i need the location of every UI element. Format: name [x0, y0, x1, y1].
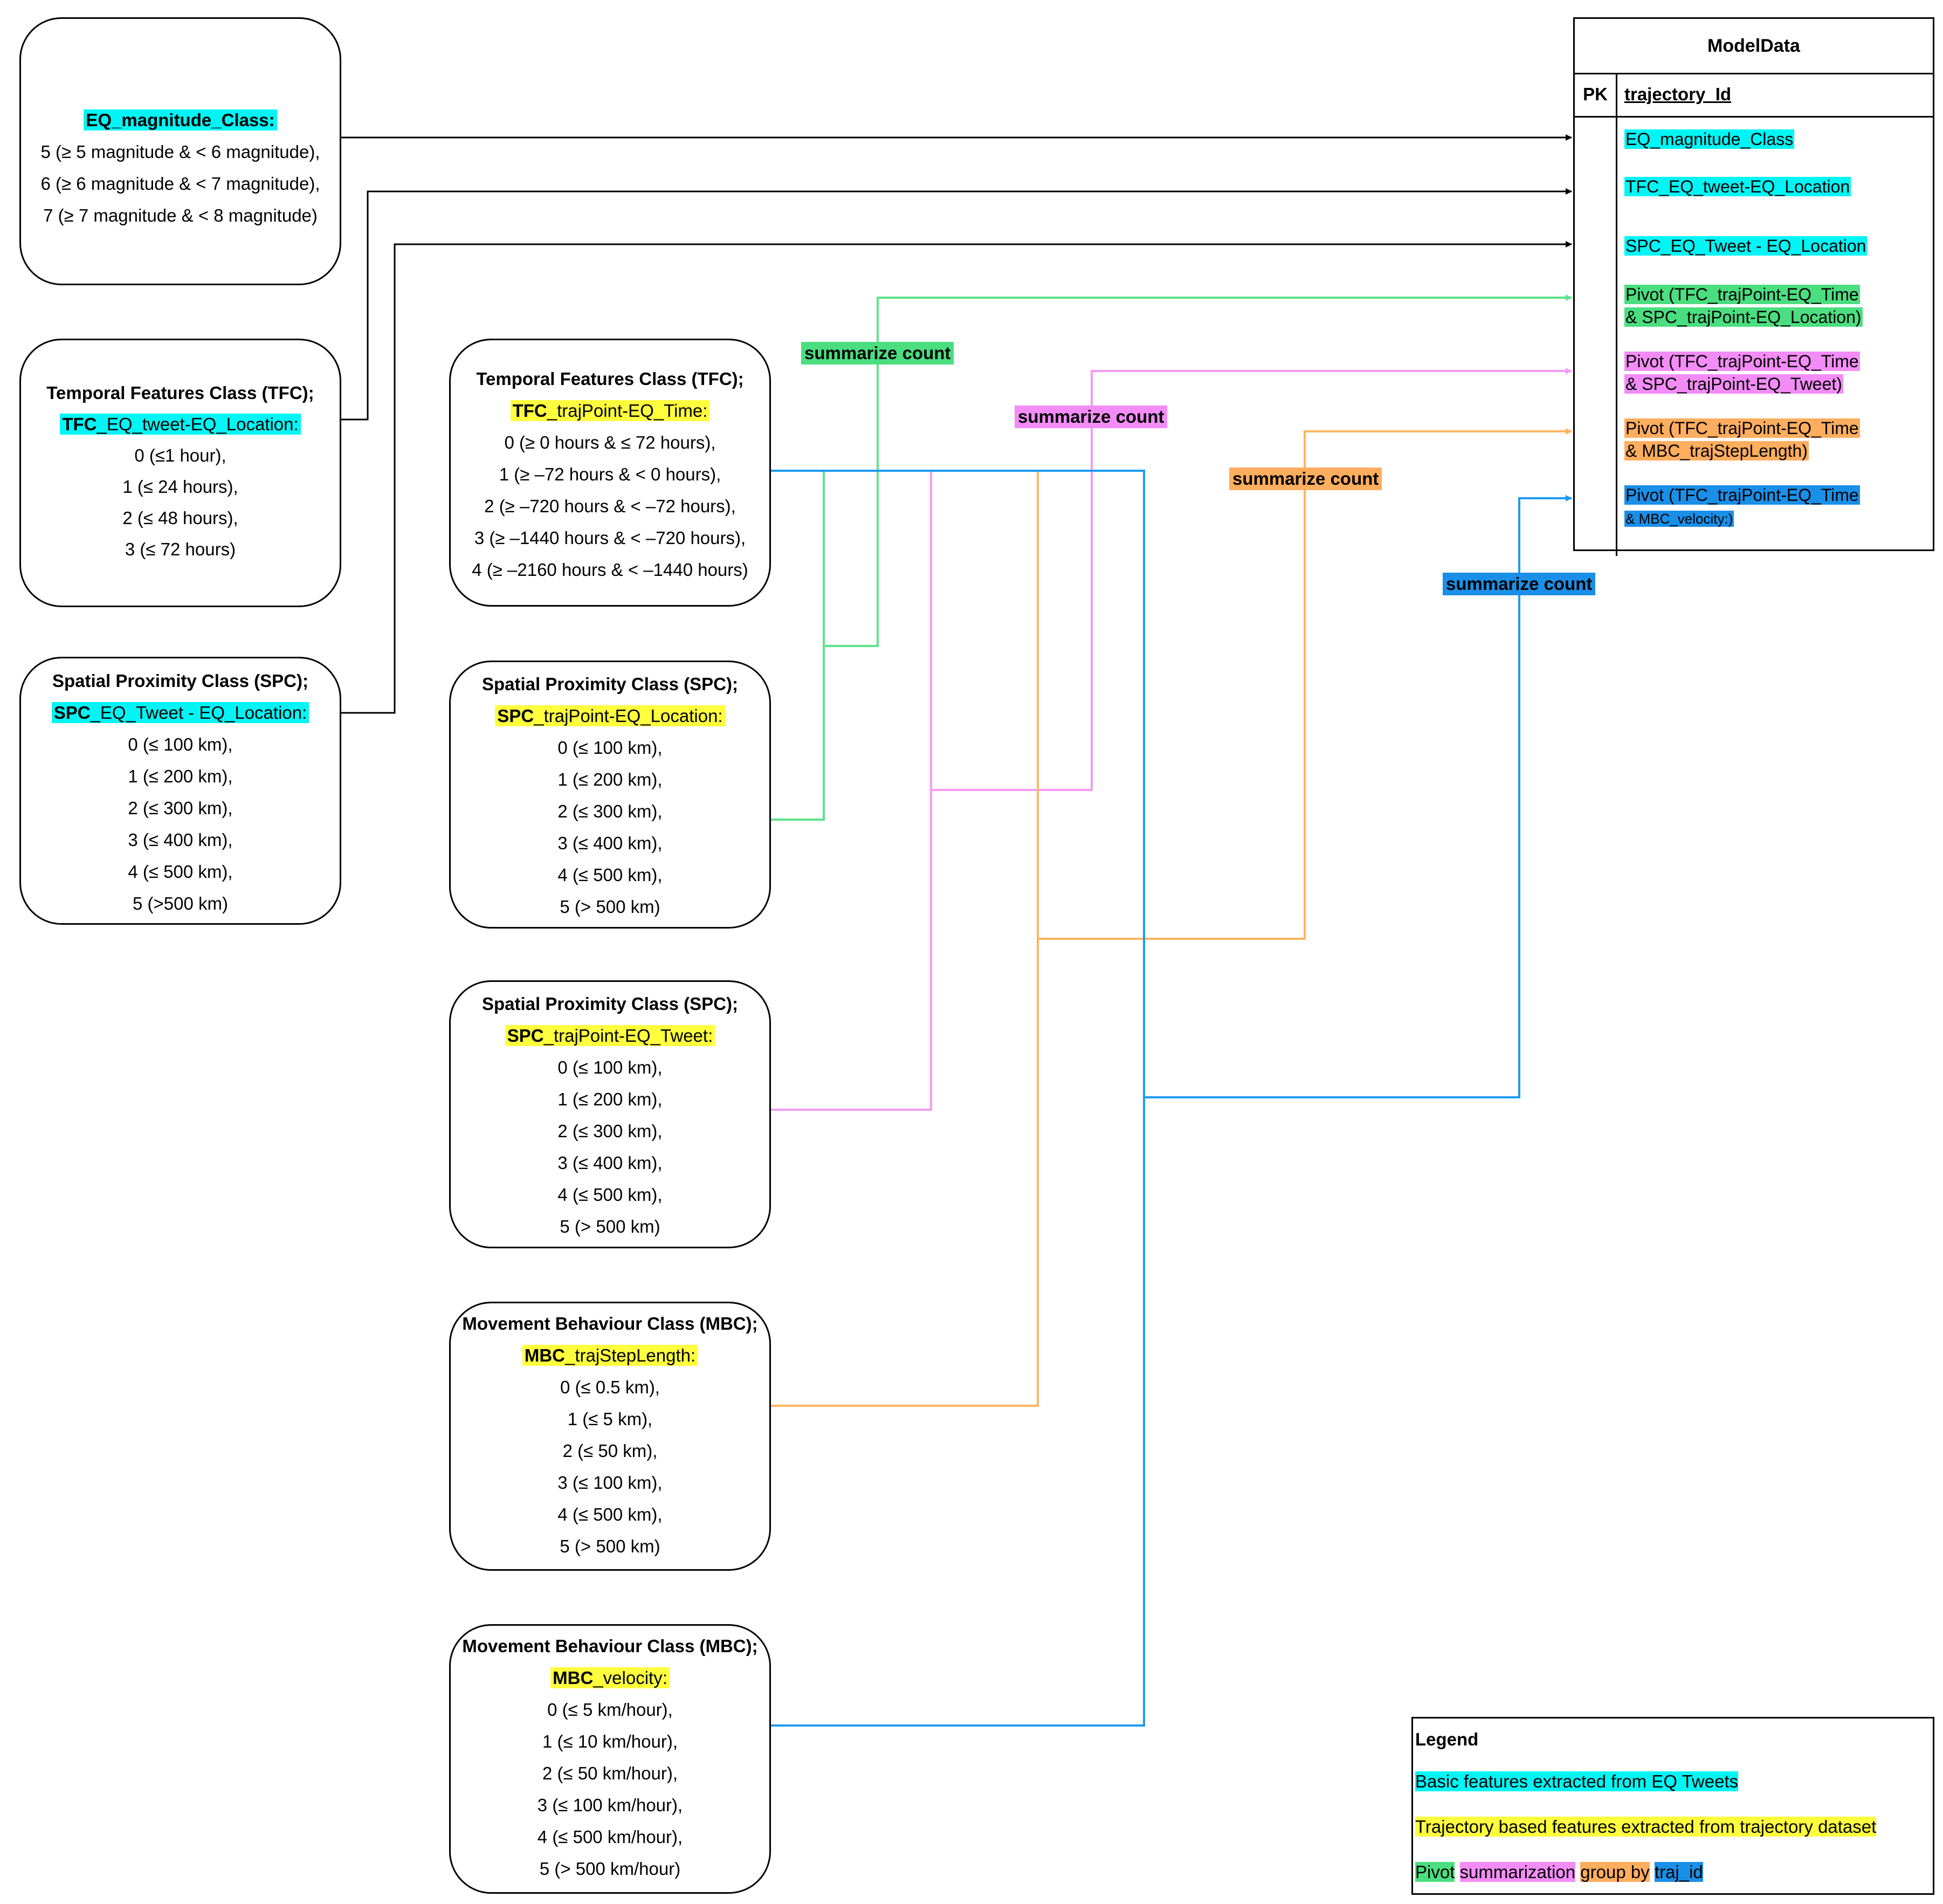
connector-spc-tweet	[341, 241, 1572, 714]
spc-tweet-value: 1 (≤ 200 km),	[128, 766, 233, 786]
model-field-pivot-velocity: Pivot (TFC_trajPoint-EQ_Time & MBC_veloc…	[1624, 485, 1860, 527]
model-data-table: ModelData PK trajectory_Id EQ_magnitude_…	[1573, 17, 1934, 556]
mbc-steplength-value: 1 (≤ 5 km),	[567, 1409, 653, 1429]
legend-box: Legend Basic features extracted from EQ …	[1411, 1717, 1934, 1895]
legend-summarization: summarization	[1459, 1862, 1576, 1882]
model-field-pivot-location: Pivot (TFC_trajPoint-EQ_Time & SPC_trajP…	[1624, 285, 1863, 327]
eq-magnitude-value: 5 (≥ 5 magnitude & < 6 magnitude),	[40, 142, 320, 162]
tfc-tweet-feature-label: TFC_EQ_tweet-EQ_Location:	[60, 414, 301, 435]
spc-traj-location-feature-label: SPC_trajPoint-EQ_Location:	[495, 705, 725, 726]
model-field-pivot-tweet: Pivot (TFC_trajPoint-EQ_Time & SPC_trajP…	[1624, 352, 1860, 394]
tfc-traj-value: 4 (≥ –2160 hours & < –1440 hours)	[472, 560, 748, 580]
pk-label: PK	[1583, 84, 1608, 104]
model-field-tfc-tweet: TFC_EQ_tweet-EQ_Location	[1624, 177, 1851, 196]
mbc-steplength-value: 5 (> 500 km)	[560, 1536, 660, 1556]
mbc-velocity-value: 2 (≤ 50 km/hour),	[542, 1763, 678, 1783]
legend-trajectory-features: Trajectory based features extracted from…	[1415, 1817, 1877, 1837]
legend-title: Legend	[1415, 1729, 1479, 1749]
spc-tweet-location-box: Spatial Proximity Class (SPC); SPC_EQ_Tw…	[19, 657, 341, 925]
mbc-velocity-box: Movement Behaviour Class (MBC); MBC_velo…	[449, 1624, 771, 1894]
spc-traj-location-value: 0 (≤ 100 km),	[557, 738, 663, 758]
spc-traj-tweet-value: 2 (≤ 300 km),	[557, 1121, 663, 1141]
mbc-trajsteplength-box: Movement Behaviour Class (MBC); MBC_traj…	[449, 1302, 771, 1571]
connector-tfc-tweet	[341, 188, 1572, 421]
spc-traj-tweet-value: 5 (> 500 km)	[560, 1216, 660, 1236]
tfc-traj-value: 0 (≥ 0 hours & ≤ 72 hours),	[504, 432, 716, 452]
legend-traj-id: traj_id	[1654, 1862, 1703, 1882]
eq-magnitude-feature-label: EQ_magnitude_Class:	[84, 109, 277, 130]
model-data-title: ModelData	[1575, 19, 1933, 74]
tfc-traj-value: 3 (≥ –1440 hours & < –720 hours),	[474, 528, 746, 548]
spc-tweet-value: 2 (≤ 300 km),	[128, 798, 233, 818]
spc-traj-tweet-title: Spatial Proximity Class (SPC);	[482, 994, 738, 1014]
summarize-count-label-orange: summarize count	[1229, 468, 1382, 490]
primary-key-row: PK trajectory_Id	[1575, 73, 1933, 118]
summarize-count-label-blue: summarize count	[1443, 573, 1596, 595]
spc-traj-location-value: 4 (≤ 500 km),	[557, 865, 663, 885]
eq-magnitude-value: 7 (≥ 7 magnitude & < 8 magnitude)	[43, 205, 318, 225]
tfc-tweet-value: 0 (≤1 hour),	[134, 445, 226, 465]
spc-trajpoint-tweet-box: Spatial Proximity Class (SPC); SPC_trajP…	[449, 980, 771, 1248]
spc-tweet-value: 4 (≤ 500 km),	[128, 862, 233, 882]
summarize-count-label-green: summarize count	[801, 342, 954, 365]
tfc-tweet-value: 1 (≤ 24 hours),	[122, 477, 238, 497]
mbc-steplength-title: Movement Behaviour Class (MBC);	[462, 1314, 758, 1334]
mbc-steplength-value: 2 (≤ 50 km),	[562, 1441, 658, 1461]
key-column-divider	[1616, 73, 1617, 556]
mbc-velocity-feature-label: MBC_velocity:	[550, 1667, 670, 1688]
tfc-traj-value: 2 (≥ –720 hours & < –72 hours),	[484, 496, 736, 516]
spc-tweet-title: Spatial Proximity Class (SPC);	[52, 671, 308, 691]
eq-magnitude-class-box: EQ_magnitude_Class: 5 (≥ 5 magnitude & <…	[19, 17, 341, 285]
summarize-count-label-pink: summarize count	[1015, 405, 1168, 428]
spc-traj-tweet-value: 0 (≤ 100 km),	[557, 1057, 663, 1077]
mbc-steplength-value: 4 (≤ 500 km),	[557, 1504, 663, 1524]
spc-trajpoint-location-box: Spatial Proximity Class (SPC); SPC_trajP…	[449, 661, 771, 929]
spc-traj-tweet-value: 3 (≤ 400 km),	[557, 1153, 663, 1173]
spc-traj-location-value: 1 (≤ 200 km),	[557, 769, 663, 789]
tfc-tweet-value: 2 (≤ 48 hours),	[122, 508, 238, 528]
model-field-pivot-steplength: Pivot (TFC_trajPoint-EQ_Time & MBC_trajS…	[1624, 418, 1860, 460]
legend-group-by: group by	[1580, 1862, 1650, 1882]
mbc-velocity-value: 3 (≤ 100 km/hour),	[537, 1795, 683, 1815]
legend-basic-features: Basic features extracted from EQ Tweets	[1415, 1771, 1739, 1791]
tfc-traj-feature-label: TFC_trajPoint-EQ_Time:	[510, 400, 710, 421]
mbc-steplength-feature-label: MBC_trajStepLength:	[522, 1345, 698, 1366]
spc-traj-location-value: 2 (≤ 300 km),	[557, 801, 663, 821]
model-field-eq-magnitude: EQ_magnitude_Class	[1624, 129, 1795, 149]
pk-field: trajectory_Id	[1624, 84, 1732, 104]
spc-traj-tweet-value: 1 (≤ 200 km),	[557, 1089, 663, 1109]
legend-pivot-summary: Pivot summarization group by traj_id	[1415, 1862, 1703, 1882]
eq-magnitude-value: 6 (≥ 6 magnitude & < 7 magnitude),	[40, 174, 320, 194]
mbc-velocity-value: 5 (> 500 km/hour)	[539, 1859, 681, 1879]
spc-traj-location-value: 3 (≤ 400 km),	[557, 833, 663, 853]
spc-tweet-feature-label: SPC_EQ_Tweet - EQ_Location:	[51, 702, 309, 723]
tfc-tweet-title: Temporal Features Class (TFC);	[46, 383, 314, 403]
spc-traj-tweet-value: 4 (≤ 500 km),	[557, 1185, 663, 1205]
mbc-velocity-value: 0 (≤ 5 km/hour),	[547, 1700, 673, 1720]
tfc-trajpoint-time-box: Temporal Features Class (TFC); TFC_trajP…	[449, 339, 771, 607]
tfc-tweet-value: 3 (≤ 72 hours)	[125, 539, 236, 559]
tfc-tweet-location-box: Temporal Features Class (TFC); TFC_EQ_tw…	[19, 339, 341, 607]
tfc-traj-value: 1 (≥ –72 hours & < 0 hours),	[499, 464, 721, 484]
spc-traj-location-value: 5 (> 500 km)	[560, 897, 660, 917]
connector-green-pivot	[771, 298, 1572, 821]
spc-traj-location-title: Spatial Proximity Class (SPC);	[482, 674, 738, 694]
mbc-velocity-title: Movement Behaviour Class (MBC);	[462, 1636, 758, 1656]
model-field-spc-tweet: SPC_EQ_Tweet - EQ_Location	[1624, 236, 1868, 256]
spc-tweet-value: 0 (≤ 100 km),	[128, 734, 233, 754]
mbc-velocity-value: 4 (≤ 500 km/hour),	[537, 1827, 683, 1847]
mbc-steplength-value: 0 (≤ 0.5 km),	[560, 1377, 660, 1397]
tfc-traj-title: Temporal Features Class (TFC);	[476, 369, 744, 389]
mbc-steplength-value: 3 (≤ 100 km),	[557, 1473, 663, 1493]
spc-tweet-value: 3 (≤ 400 km),	[128, 830, 233, 850]
connector-pink-pivot	[771, 371, 1572, 1111]
legend-pivot: Pivot	[1415, 1862, 1455, 1882]
connector-blue-pivot	[771, 470, 1572, 1727]
mbc-velocity-value: 1 (≤ 10 km/hour),	[542, 1731, 678, 1751]
spc-tweet-value: 5 (>500 km)	[133, 893, 228, 913]
spc-traj-tweet-feature-label: SPC_trajPoint-EQ_Tweet:	[505, 1025, 715, 1046]
